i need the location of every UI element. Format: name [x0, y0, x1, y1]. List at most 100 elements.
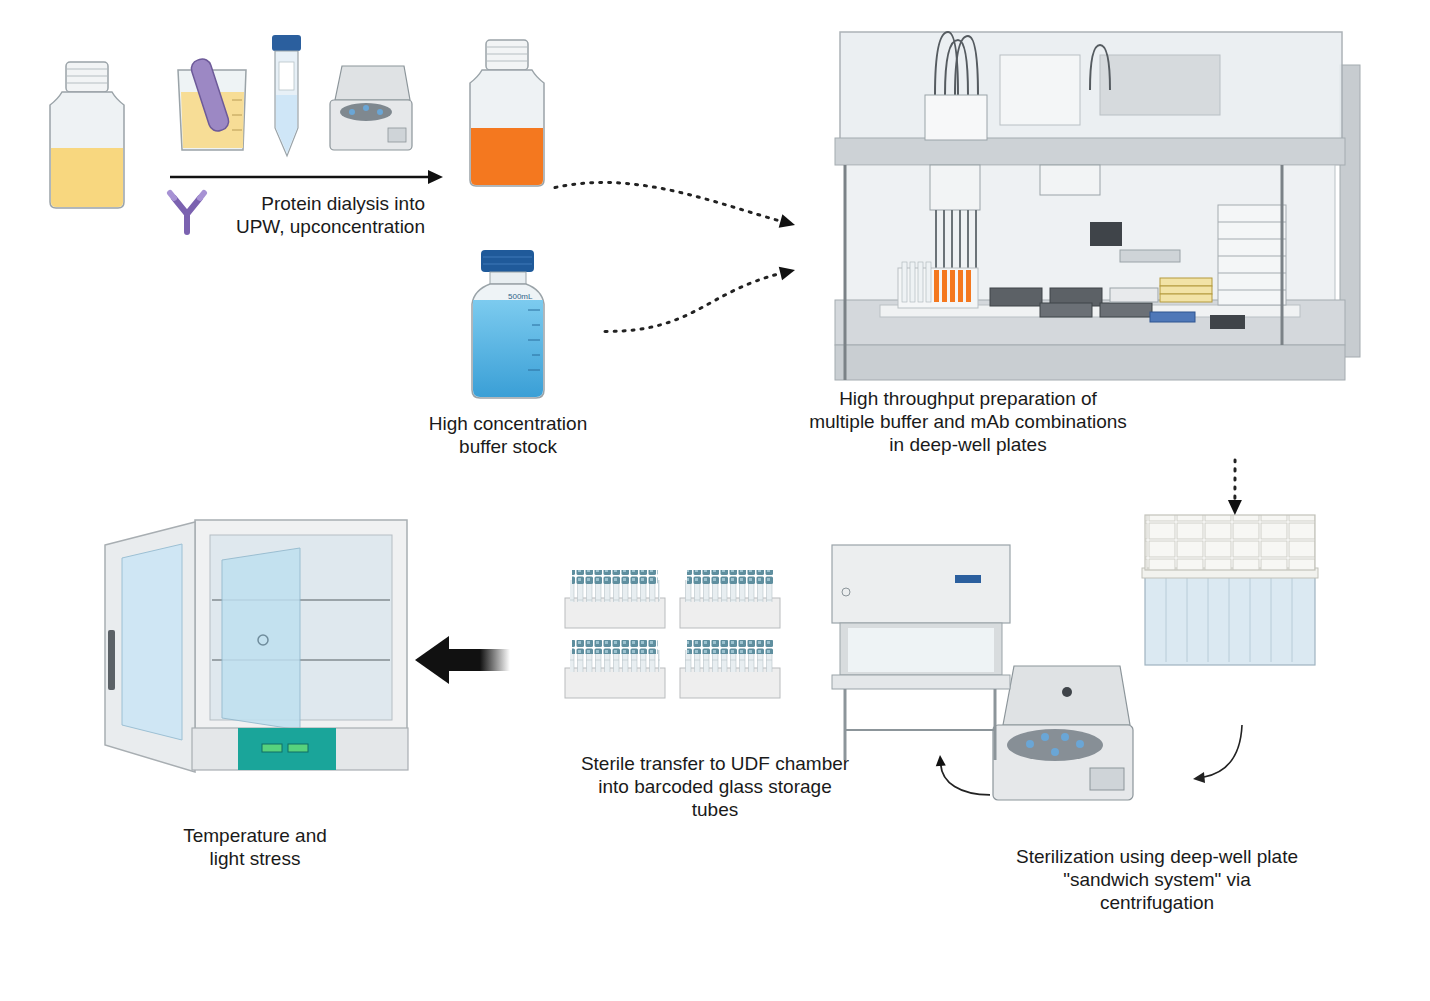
tube-racks-part	[572, 640, 658, 654]
liquid-handling-robot-part	[1160, 286, 1212, 294]
liquid-handling-robot-part	[1100, 55, 1220, 115]
step-arrow	[1193, 725, 1242, 783]
bottle-orange-part	[471, 128, 543, 185]
udf-hood-part	[832, 675, 1010, 689]
stability-incubator-part	[122, 544, 182, 740]
antibody-icon-part	[174, 198, 187, 214]
falcon-tube	[272, 35, 301, 156]
antibody-icon-part	[187, 198, 200, 214]
flow-line	[555, 182, 783, 221]
liquid-handling-robot-part	[1100, 303, 1152, 317]
liquid-handling-robot-part	[1218, 273, 1286, 274]
liquid-handling-robot-part	[1000, 55, 1080, 125]
udf-hood-part	[994, 689, 997, 760]
benchtop-centrifuge-part	[335, 66, 410, 100]
buffer-bottle-part	[528, 340, 540, 341]
benchtop-centrifuge-part	[363, 105, 369, 111]
stage-caption: High throughput preparation of multiple …	[808, 387, 1128, 456]
deep-well-sandwich-part	[1229, 578, 1230, 662]
udf-hood-part	[840, 623, 1002, 675]
process-stage: Protein dialysis into UPW, upconcentrati…	[40, 35, 555, 244]
udf-hood	[832, 545, 1010, 760]
flow-arrow	[605, 267, 795, 332]
buffer-bottle-part	[532, 355, 540, 356]
stability-incubator-part	[258, 635, 268, 645]
plate-centrifuge-part	[1003, 666, 1130, 725]
falcon-tube-part	[272, 35, 301, 51]
stability-incubator-part	[195, 520, 407, 730]
antibody-icon-part	[170, 193, 174, 198]
bottle-orange-part	[487, 54, 527, 55]
liquid-handling-robot-part	[1218, 256, 1286, 257]
flow-line	[605, 273, 783, 332]
dialysis-beaker-part	[232, 115, 242, 116]
buffer-bottle	[472, 250, 544, 398]
liquid-handling-robot-part	[1090, 45, 1110, 90]
liquid-handling-robot-part	[930, 165, 980, 210]
falcon-tube-part	[279, 62, 294, 90]
bottle-yellow-part	[50, 92, 124, 208]
tube-racks-part	[572, 570, 658, 584]
liquid-handling-robot-part	[1040, 165, 1100, 195]
tube-racks-part	[565, 598, 665, 628]
arrow-head	[936, 755, 946, 766]
tube-racks	[565, 570, 780, 698]
liquid-handling-robot-part	[1040, 303, 1092, 317]
liquid-handling-robot-part	[1090, 222, 1122, 246]
buffer-bottle-part	[528, 370, 540, 371]
deep-well-sandwich	[1142, 515, 1318, 665]
plate-centrifuge-part	[1041, 733, 1049, 741]
buffer-bottle-part	[528, 310, 540, 311]
benchtop-centrifuge-part	[349, 109, 355, 115]
dialysis-beaker-part	[189, 57, 231, 134]
buffer-bottle-part	[481, 250, 534, 272]
liquid-handling-robot-part-part	[902, 262, 907, 302]
process-stage: Sterilization using deep-well plate "san…	[990, 515, 1325, 920]
volume-marking: 500mL	[508, 292, 532, 301]
tube-racks-part	[680, 598, 780, 628]
liquid-handling-robot-part	[1281, 165, 1284, 345]
process-stage: Sterile transfer to UDF chamber into bar…	[510, 540, 940, 825]
flow-arrow	[1228, 460, 1242, 515]
benchtop-centrifuge-part	[388, 128, 406, 142]
liquid-handling-robot-part	[1218, 205, 1286, 305]
flow-line	[443, 649, 510, 671]
flow-arrow	[415, 636, 510, 684]
liquid-handling-robot-part	[845, 165, 1335, 305]
liquid-handling-robot-part-part	[950, 270, 955, 302]
flow-line	[1233, 460, 1236, 502]
stability-incubator-part	[238, 728, 336, 770]
buffer-bottle-part	[483, 264, 532, 265]
liquid-handling-robot-part-part	[918, 262, 923, 302]
liquid-handling-robot-part-part	[966, 270, 971, 302]
liquid-handling-robot-part	[1150, 312, 1195, 322]
plate-centrifuge-part	[1061, 733, 1069, 741]
process-arrow	[170, 170, 443, 184]
benchtop-centrifuge-part	[330, 100, 412, 150]
bottle-yellow-part	[51, 148, 123, 207]
dialysis-beaker-part	[232, 130, 242, 131]
liquid-handling-robot-part	[835, 138, 1345, 165]
liquid-handling-robot-part	[1218, 222, 1286, 223]
liquid-handling-robot	[835, 32, 1360, 380]
udf-hood-part	[832, 545, 1010, 623]
plate-centrifuge-part	[1007, 729, 1103, 761]
dialysis-beaker-part	[232, 100, 242, 101]
udf-hood-part	[955, 575, 981, 583]
bottle-yellow	[50, 62, 124, 208]
bottle-yellow-part	[67, 76, 107, 77]
liquid-handling-robot-part	[835, 345, 1345, 380]
plate-centrifuge-part	[1026, 740, 1034, 748]
process-arrow-part	[428, 170, 443, 184]
liquid-handling-robot-part	[902, 262, 971, 302]
bottle-yellow-part	[67, 69, 107, 70]
benchtop-centrifuge-part	[340, 103, 392, 121]
stability-incubator	[105, 520, 408, 772]
liquid-handling-robot-part	[1218, 290, 1286, 291]
step-arrow-part	[1204, 725, 1242, 777]
process-stage: High throughput preparation of multiple …	[795, 25, 1365, 460]
arrow-head	[415, 636, 449, 684]
benchtop-centrifuge	[330, 66, 412, 150]
liquid-handling-robot-part	[1110, 288, 1158, 302]
flow-line	[941, 764, 990, 795]
